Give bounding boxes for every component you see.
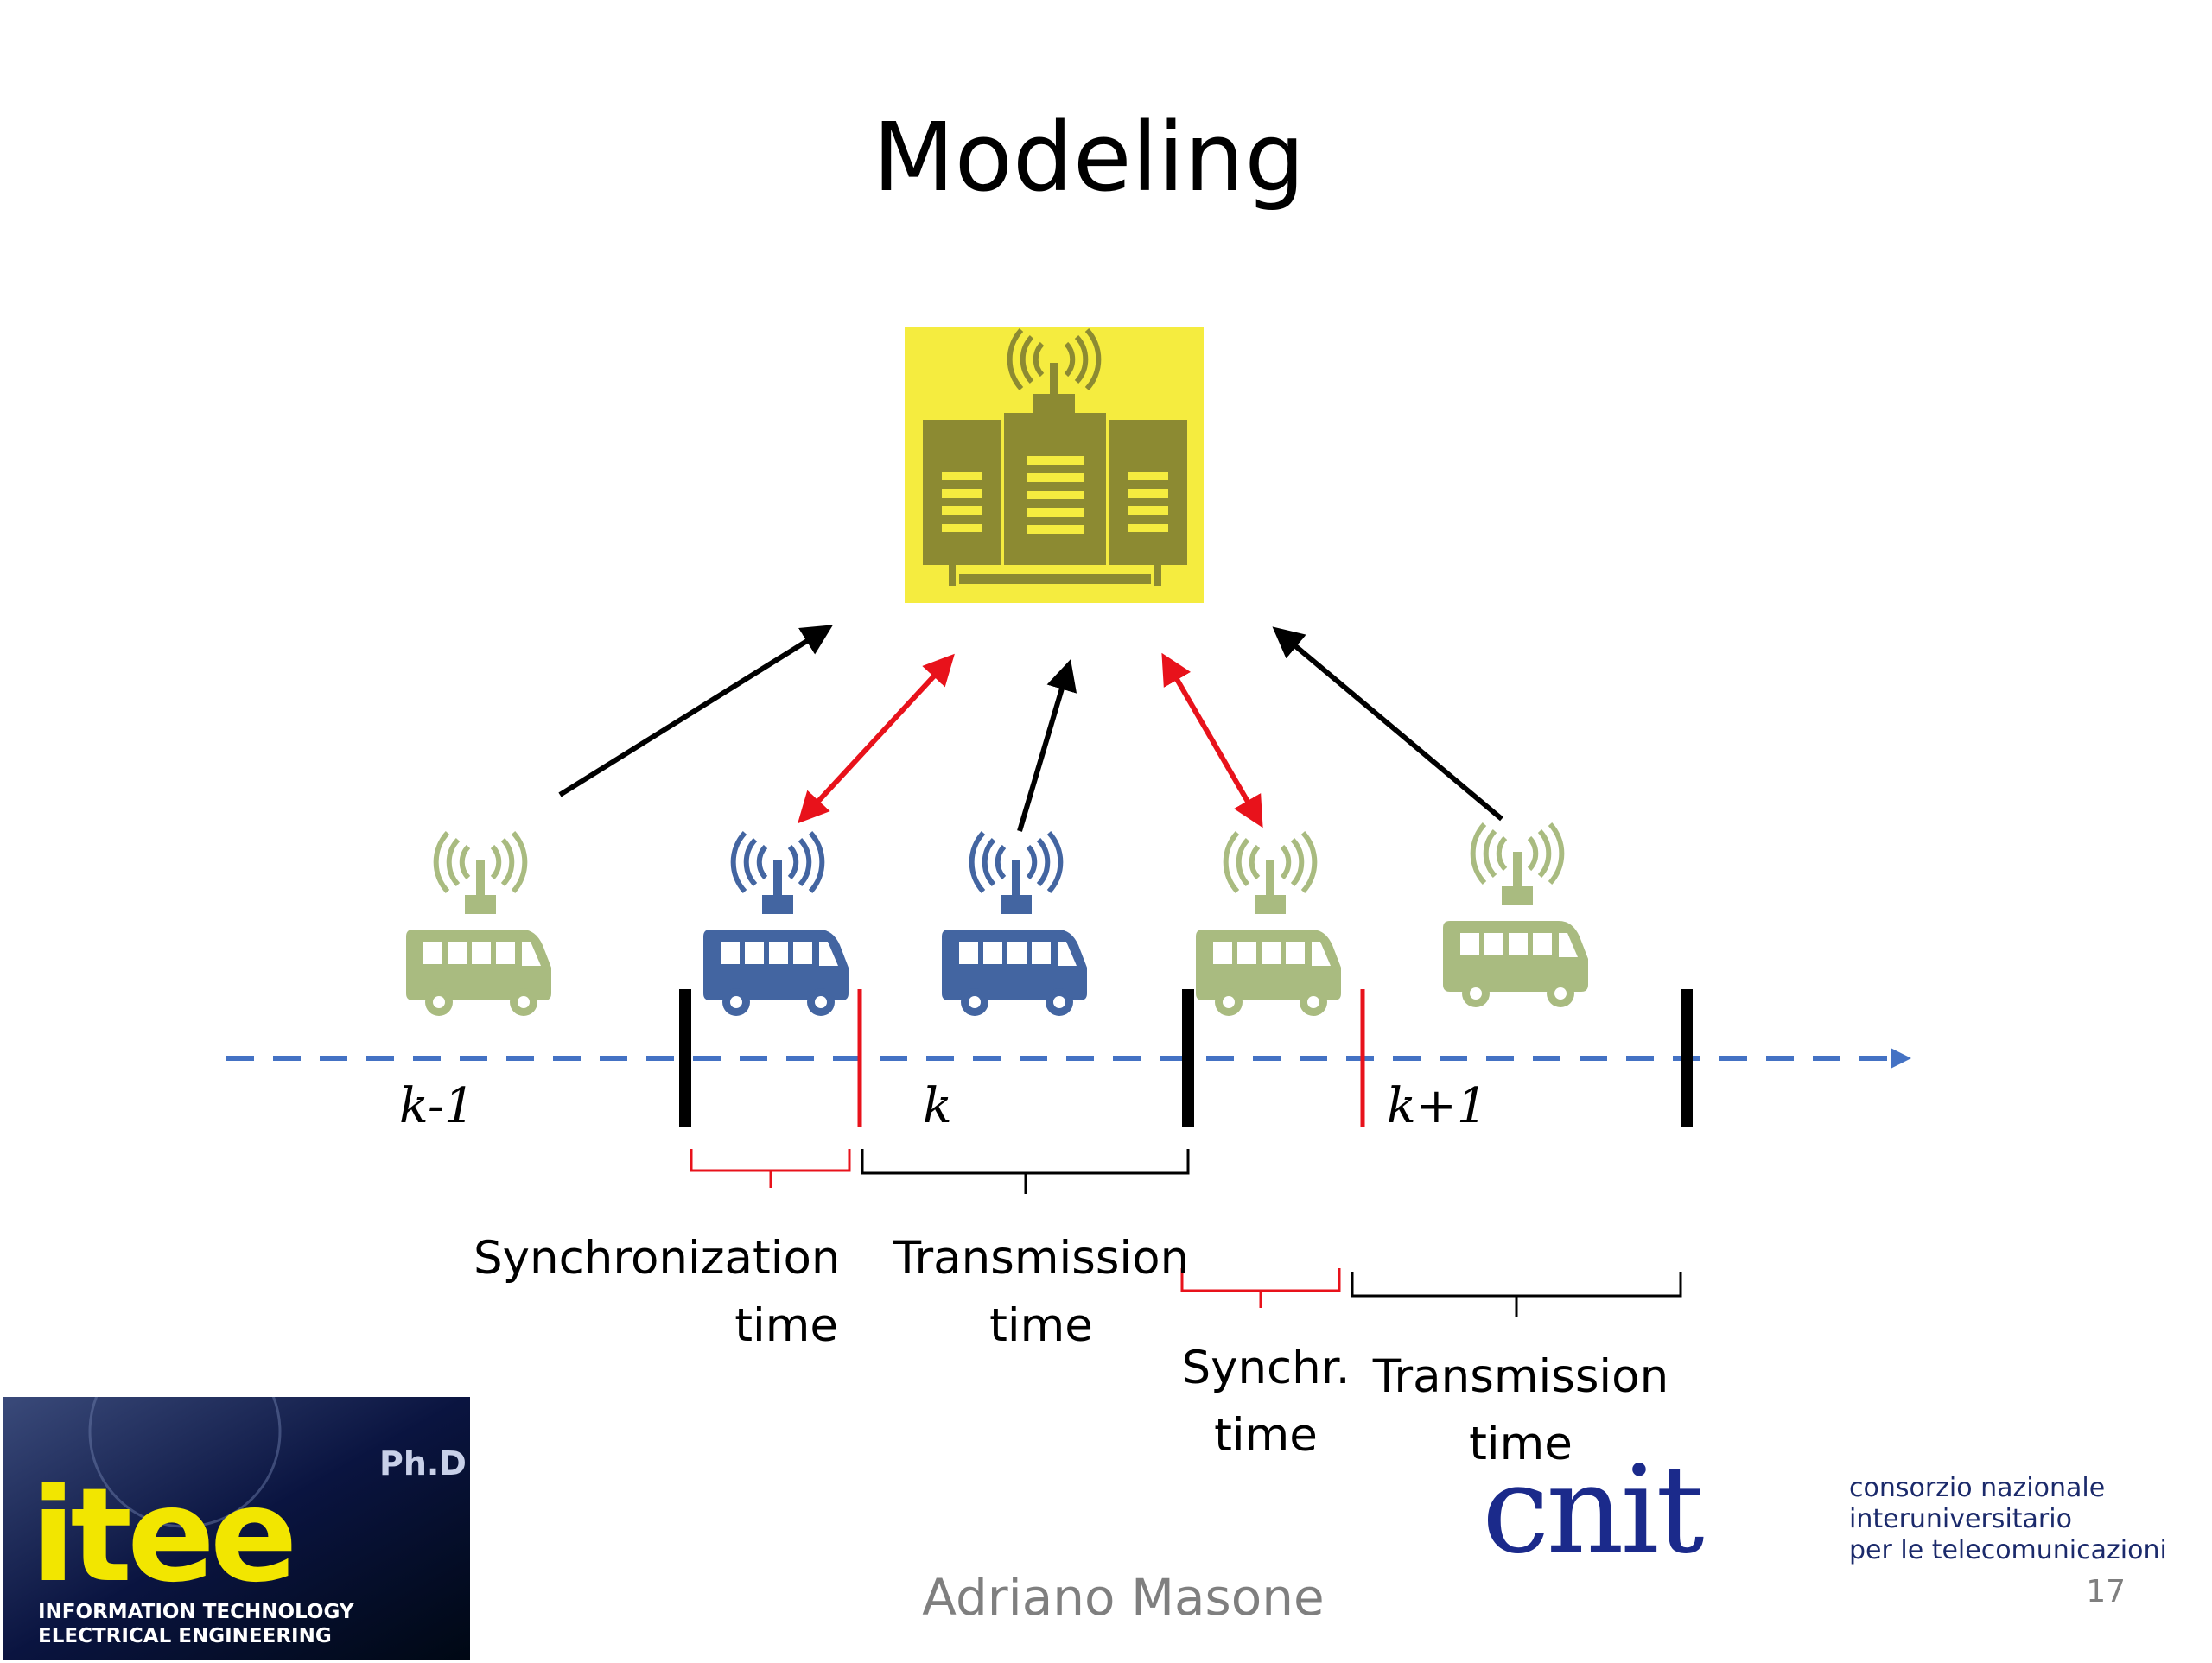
sync-arrow-2: [1161, 652, 1263, 828]
sync-arrow-1: [798, 653, 955, 824]
period-label-k: k: [923, 1078, 952, 1134]
svg-text:INFORMATION TECHNOLOGY: INFORMATION TECHNOLOGY: [38, 1601, 354, 1623]
author-name: Adriano Masone: [922, 1568, 1325, 1627]
svg-text:cnit: cnit: [1482, 1441, 1704, 1571]
period-label-k-1: k-1: [399, 1078, 475, 1134]
sync-time-label-1: Synchronization time: [474, 1232, 841, 1352]
uplink-arrow-1: [558, 625, 834, 797]
period-label-k+1: k+1: [1387, 1078, 1488, 1134]
cnit-logo: cnit: [1482, 1440, 1827, 1581]
svg-text:itee: itee: [31, 1461, 293, 1611]
transmission-time-label-1: Transmission time: [893, 1232, 1190, 1352]
server-icon: [905, 327, 1204, 603]
bus-icon-2: [703, 833, 849, 1016]
transmission-brace-1: [861, 1149, 1190, 1194]
bus-icon-5: [1443, 824, 1588, 1007]
sync-time-label-2: Synchr. time: [1181, 1342, 1351, 1462]
svg-text:Ph.D: Ph.D: [379, 1444, 467, 1482]
bus-icon-4: [1196, 833, 1341, 1016]
cnit-tagline: consorzio nazionale interuniversitario p…: [1849, 1473, 2167, 1565]
time-axis-arrowhead: [1891, 1048, 1911, 1069]
itee-logo: Ph.D itee INFORMATION TECHNOLOGY ELECTRI…: [3, 1335, 470, 1660]
bus-icon-1: [406, 833, 551, 1016]
sync-brace-1: [690, 1149, 851, 1188]
slide-number: 17: [2086, 1574, 2126, 1609]
uplink-arrow-3: [1272, 626, 1503, 822]
transmission-brace-2: [1351, 1272, 1682, 1317]
uplink-arrow-2: [1017, 659, 1077, 832]
transmission-time-label-2: Transmission time: [1372, 1350, 1669, 1470]
sync-brace-2: [1180, 1268, 1341, 1308]
bus-icon-3: [942, 833, 1087, 1016]
svg-text:ELECTRICAL ENGINEERING: ELECTRICAL ENGINEERING: [38, 1625, 332, 1647]
slide-title: Modeling: [872, 102, 1306, 213]
